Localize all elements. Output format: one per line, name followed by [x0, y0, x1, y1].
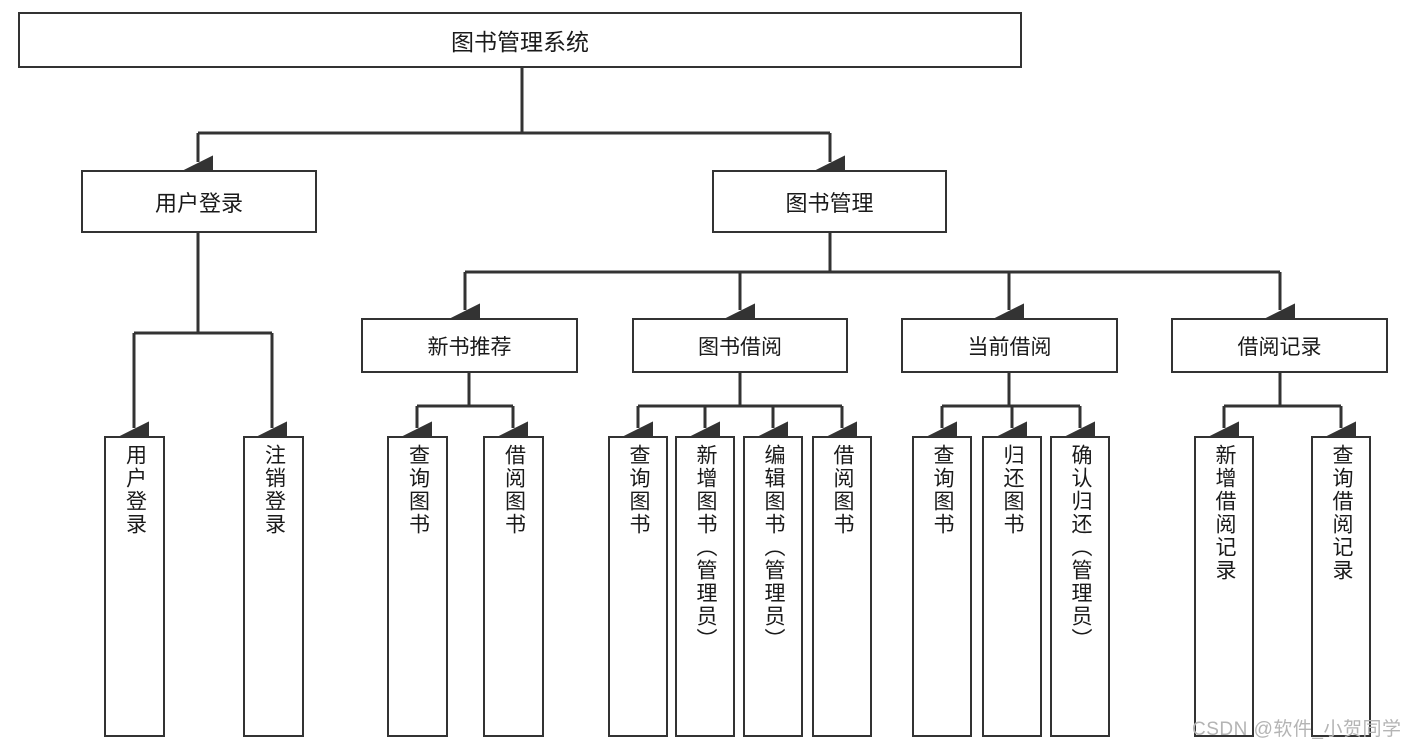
node-leaf-add-book[interactable]: 新增图书（管理员） — [675, 436, 735, 737]
node-leaf-query-book-3[interactable]: 查询图书 — [912, 436, 972, 737]
watermark: CSDN @软件_小贺同学 — [1192, 719, 1402, 740]
node-leaf-query-record-label: 查询借阅记录 — [1330, 444, 1354, 582]
node-current-borrow-label: 当前借阅 — [967, 335, 1052, 359]
node-leaf-borrow-book-1[interactable]: 借阅图书 — [483, 436, 544, 737]
node-book-management[interactable]: 图书管理 — [712, 170, 947, 233]
node-current-borrow[interactable]: 当前借阅 — [901, 318, 1118, 373]
node-leaf-add-book-label: 新增图书（管理员） — [694, 444, 718, 651]
node-leaf-borrow-book-1-label: 借阅图书 — [502, 444, 526, 536]
node-leaf-query-book-2-label: 查询图书 — [627, 444, 651, 536]
node-leaf-user-login[interactable]: 用户登录 — [104, 436, 165, 737]
node-root-label: 图书管理系统 — [451, 29, 589, 55]
node-user-login[interactable]: 用户登录 — [81, 170, 317, 233]
node-leaf-edit-book[interactable]: 编辑图书（管理员） — [743, 436, 803, 737]
node-leaf-confirm-return-label: 确认归还（管理员） — [1069, 444, 1093, 651]
node-leaf-add-record-label: 新增借阅记录 — [1213, 444, 1237, 582]
node-root[interactable]: 图书管理系统 — [18, 12, 1022, 68]
node-user-login-label: 用户登录 — [154, 190, 243, 216]
node-leaf-edit-book-label: 编辑图书（管理员） — [762, 444, 786, 651]
node-leaf-query-book-1[interactable]: 查询图书 — [387, 436, 448, 737]
node-leaf-borrow-book-2-label: 借阅图书 — [831, 444, 855, 536]
node-leaf-logout-label: 注销登录 — [262, 444, 286, 536]
node-leaf-query-record[interactable]: 查询借阅记录 — [1311, 436, 1371, 737]
node-leaf-logout[interactable]: 注销登录 — [243, 436, 304, 737]
node-leaf-add-record[interactable]: 新增借阅记录 — [1194, 436, 1254, 737]
node-new-book-recommend[interactable]: 新书推荐 — [361, 318, 578, 373]
node-book-borrow-label: 图书借阅 — [698, 335, 782, 359]
node-leaf-return-book-label: 归还图书 — [1001, 444, 1025, 536]
node-leaf-query-book-3-label: 查询图书 — [931, 444, 955, 536]
node-leaf-query-book-2[interactable]: 查询图书 — [608, 436, 668, 737]
node-book-management-label: 图书管理 — [785, 190, 874, 216]
node-leaf-confirm-return[interactable]: 确认归还（管理员） — [1050, 436, 1110, 737]
node-leaf-query-book-1-label: 查询图书 — [406, 444, 430, 536]
node-leaf-user-login-label: 用户登录 — [123, 444, 147, 536]
node-new-book-recommend-label: 新书推荐 — [427, 335, 512, 359]
node-borrow-record-label: 借阅记录 — [1237, 335, 1322, 359]
node-leaf-borrow-book-2[interactable]: 借阅图书 — [812, 436, 872, 737]
node-book-borrow[interactable]: 图书借阅 — [632, 318, 848, 373]
node-leaf-return-book[interactable]: 归还图书 — [982, 436, 1042, 737]
node-borrow-record[interactable]: 借阅记录 — [1171, 318, 1388, 373]
